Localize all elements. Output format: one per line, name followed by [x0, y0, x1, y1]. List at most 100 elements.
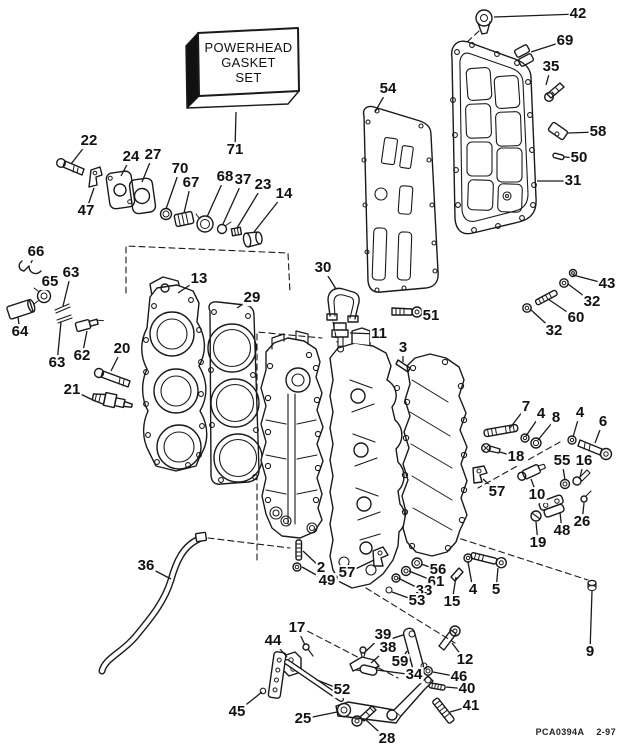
hose-fitting-11	[331, 322, 349, 353]
part-callout-49: 49	[317, 572, 337, 590]
part-callout-17: 17	[287, 619, 307, 637]
part-callout-68: 68	[215, 168, 235, 186]
part-callout-70: 70	[170, 160, 190, 178]
part-callout-63: 63	[61, 264, 81, 282]
part-callout-26: 26	[572, 513, 592, 531]
bolt-41	[432, 697, 455, 724]
part-callout-53: 53	[407, 592, 427, 610]
cap-14	[242, 231, 263, 248]
gasket-27	[128, 177, 157, 215]
washer-53	[385, 586, 393, 594]
part-callout-66: 66	[26, 243, 46, 261]
part-callout-23: 23	[253, 176, 273, 194]
poppet-37	[216, 221, 232, 235]
part-callout-13: 13	[189, 270, 209, 288]
part-callout-22: 22	[79, 132, 99, 150]
part-callout-58: 58	[588, 123, 608, 141]
clip-69	[513, 44, 535, 67]
part-callout-2: 2	[315, 559, 327, 577]
part-callout-14: 14	[274, 185, 294, 203]
stud-7	[483, 423, 519, 438]
part-callout-4: 4	[574, 404, 586, 422]
part-callout-47: 47	[76, 202, 96, 220]
part-callout-11: 11	[370, 325, 388, 343]
drawing-code-date: 2-97	[596, 727, 616, 737]
bolt-35	[544, 82, 565, 102]
part-callout-54: 54	[378, 80, 398, 98]
nut-49	[292, 562, 302, 572]
exhaust-gasket-54	[361, 105, 439, 293]
part-callout-4: 4	[467, 581, 479, 599]
part-callout-56: 56	[428, 561, 448, 579]
part-callout-9: 9	[584, 643, 596, 661]
part-callout-15: 15	[442, 593, 462, 611]
cylinder-head-13	[141, 276, 208, 472]
part-callout-71: 71	[225, 141, 245, 159]
part-callout-25: 25	[293, 710, 313, 728]
clip-47	[88, 166, 103, 188]
part-callout-39: 39	[373, 626, 393, 644]
part-callout-64: 64	[10, 323, 30, 341]
part-callout-20: 20	[112, 340, 132, 358]
exhaust-cover-31	[450, 40, 537, 235]
part-callout-65: 65	[40, 273, 60, 291]
part-callout-38: 38	[378, 639, 398, 657]
bolt-6	[577, 439, 613, 461]
clip-57-right	[472, 465, 488, 484]
part-callout-44: 44	[263, 632, 283, 650]
spring-67	[173, 210, 195, 228]
screw-16	[572, 469, 591, 486]
water-hose-36	[98, 531, 208, 675]
clip-57-left	[372, 546, 389, 567]
part-callout-63: 63	[47, 354, 67, 372]
bolt-12	[438, 625, 461, 651]
bolt-20	[93, 367, 131, 388]
part-callout-35: 35	[541, 58, 561, 76]
head-gasket-29	[207, 301, 263, 485]
part-callout-59: 59	[390, 653, 410, 671]
part-callout-29: 29	[242, 289, 262, 307]
part-callout-7: 7	[520, 398, 532, 416]
gasket-set-box	[185, 27, 300, 109]
part-callout-19: 19	[528, 534, 548, 552]
part-callout-18: 18	[506, 448, 526, 466]
gasket-set-box-label: POWERHEAD GASKET SET	[199, 40, 298, 85]
part-callout-55: 55	[552, 452, 572, 470]
screw-19	[530, 510, 542, 522]
screw-26	[580, 490, 592, 503]
clip-66	[18, 260, 42, 275]
screw-50	[552, 152, 565, 161]
cylinder-block	[329, 327, 406, 589]
washer-4b	[567, 435, 577, 445]
part-callout-67: 67	[181, 174, 201, 192]
part-callout-40: 40	[457, 680, 477, 698]
sender-62	[74, 318, 104, 333]
stud-60-washers	[522, 268, 578, 313]
washer-4a	[520, 433, 530, 443]
drawing-code-number: PCA0394A	[535, 727, 585, 737]
part-callout-57: 57	[337, 564, 357, 582]
gasket-set-box-line2: GASKET	[221, 55, 276, 70]
part-callout-69: 69	[555, 32, 575, 50]
part-callout-24: 24	[121, 148, 141, 166]
part-callout-5: 5	[490, 581, 502, 599]
plate-45	[259, 651, 287, 699]
part-callout-42: 42	[568, 5, 588, 23]
drawing-code: PCA0394A 2-97	[536, 727, 616, 737]
clip-58	[547, 121, 569, 141]
part-callout-50: 50	[569, 149, 589, 167]
part-callout-60: 60	[566, 309, 586, 327]
part-callout-51: 51	[421, 307, 441, 325]
gasket-set-box-line1: POWERHEAD	[204, 40, 293, 55]
plug-23	[230, 226, 243, 237]
bolt-22	[56, 157, 85, 176]
part-callout-21: 21	[62, 381, 82, 399]
part-callout-6: 6	[597, 413, 609, 431]
bolt-18	[481, 443, 501, 454]
spark-plug-21	[91, 391, 133, 409]
part-callout-28: 28	[377, 730, 397, 748]
part-callout-36: 36	[136, 557, 156, 575]
block-rear-section	[401, 353, 468, 557]
part-callout-27: 27	[143, 146, 163, 164]
